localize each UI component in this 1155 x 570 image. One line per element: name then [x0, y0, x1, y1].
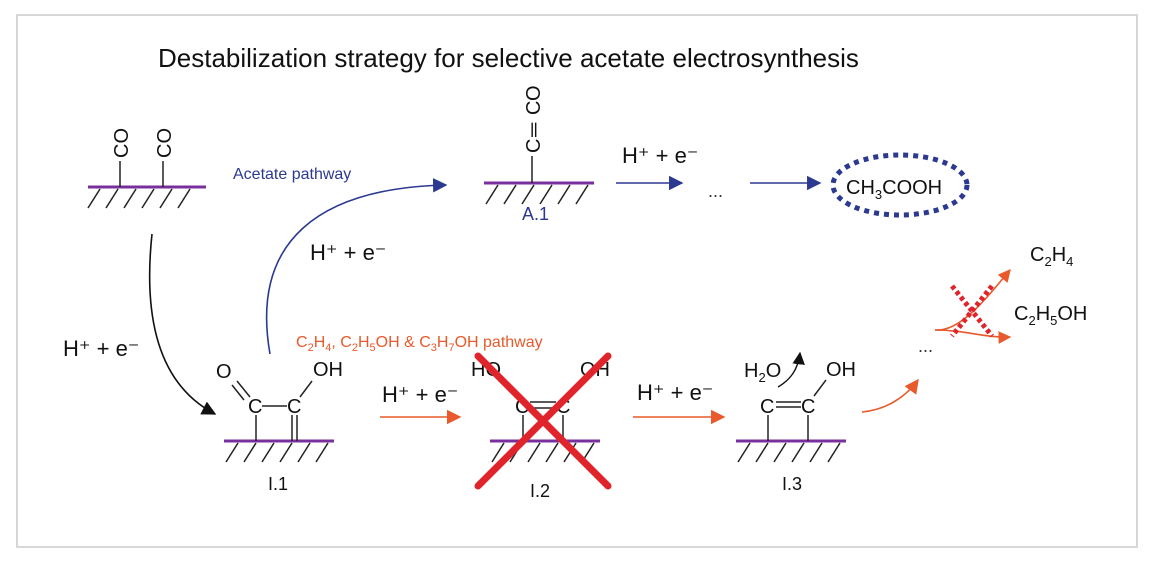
surface-hatch: [485, 184, 589, 205]
i3-hydroxyl: OH: [826, 359, 856, 381]
acetate-pathway-arrow: [265, 178, 448, 355]
a1-double-bond: ═: [523, 122, 545, 138]
intermediate-label-i1: I.1: [268, 474, 288, 494]
arrow-to-ethanol: [934, 329, 1012, 344]
figure-frame: [16, 14, 1138, 548]
co-group-right: CO: [154, 128, 176, 158]
i3-carbon-right: C: [801, 396, 815, 418]
i1-carbon-left: C: [248, 396, 262, 418]
intermediate-i3: C C OH I.3: [736, 359, 856, 494]
product-ethanol: C2H5OH: [1014, 303, 1087, 328]
step-label-a1: H⁺ + e⁻: [622, 143, 698, 168]
i1-carbon-right: C: [287, 396, 301, 418]
blocked-cross-mark: [474, 352, 612, 490]
step-label-i2-to-i3: H⁺ + e⁻: [637, 380, 713, 405]
i1-hydroxyl: OH: [313, 359, 343, 381]
intermediate-i1: O C C OH I.1: [216, 359, 343, 494]
c2-pathway-label: C2H4, C2H5OH & C3H7OH pathway: [296, 334, 543, 354]
acetate-pathway-label: Acetate pathway: [233, 166, 351, 183]
intermediate-a1: C ═ C O A.1: [484, 85, 594, 224]
step-label-i1-to-a1: H⁺ + e⁻: [310, 240, 386, 265]
surface-hatch: [225, 442, 329, 463]
intermediate-label-i3: I.3: [782, 474, 802, 494]
acetate-ellipsis: ...: [708, 181, 723, 201]
i3-carbon-left: C: [760, 396, 774, 418]
intermediate-i2: HO C C OH I.2: [471, 352, 612, 501]
c2-ellipsis: ...: [918, 336, 933, 356]
reactant-co-surface: CO CO: [87, 128, 206, 209]
water-release: H2O: [744, 360, 781, 385]
step-label-i1-to-i2: H⁺ + e⁻: [382, 382, 458, 407]
water-release-arrow: [777, 351, 805, 388]
surface-hatch: [737, 442, 841, 463]
intermediate-label-a1: A.1: [522, 204, 549, 224]
surface-hatch: [87, 188, 191, 209]
a1-carbon-top: C: [523, 101, 545, 115]
arrow-to-i1: [148, 233, 217, 415]
acetic-acid-highlight: [830, 152, 970, 218]
diagram-title: Destabilization strategy for selective a…: [158, 43, 859, 73]
arrow-to-ethylene: [934, 269, 1011, 331]
product-ethylene: C2H4: [1030, 244, 1073, 269]
i1-oxygen: O: [216, 361, 232, 383]
product-acetic-acid: CH3COOH: [846, 177, 942, 202]
step-label-reactant-to-i1: H⁺ + e⁻: [63, 336, 139, 361]
blocked-products-cross: [950, 284, 994, 338]
a1-oxygen: O: [523, 85, 545, 101]
a1-carbon: C: [523, 139, 545, 153]
arrow-i3-to-next: [861, 378, 919, 413]
intermediate-label-i2: I.2: [530, 481, 550, 501]
co-group-left: CO: [111, 128, 133, 158]
